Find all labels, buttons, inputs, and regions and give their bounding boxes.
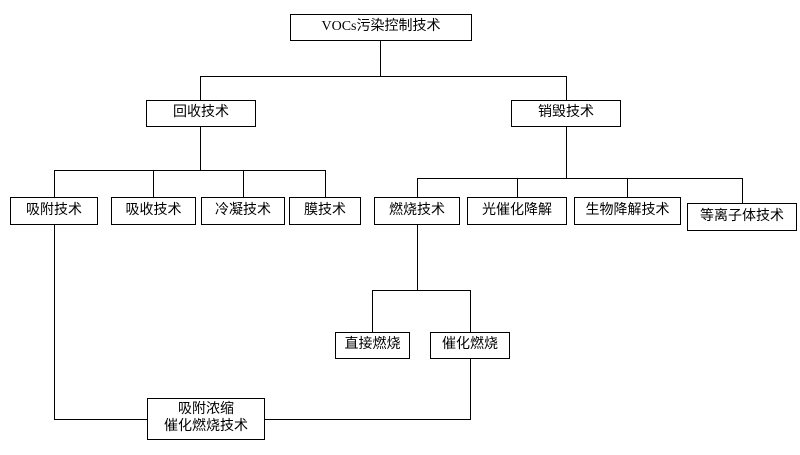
connector-adsorption-long-vertical: [54, 225, 55, 419]
connector-to-catalytic-combustion: [470, 290, 471, 332]
connector-recovery-horizontal: [54, 170, 326, 171]
node-photocatalytic-degradation: 光催化降解: [467, 197, 567, 225]
connector-to-plasma: [742, 178, 743, 203]
node-absorption-technology: 吸收技术: [111, 197, 196, 225]
node-recovery-technology: 回收技术: [146, 100, 256, 127]
connector-to-destruction: [566, 76, 567, 100]
node-direct-combustion: 直接燃烧: [335, 332, 410, 359]
connector-to-biodegradation: [627, 178, 628, 197]
connector-top-horizontal: [200, 76, 567, 77]
connector-combustion-stem: [417, 225, 418, 290]
connector-combustion-horizontal: [372, 290, 471, 291]
connector-to-photocatalytic: [517, 178, 518, 197]
connector-to-recovery: [200, 76, 201, 100]
node-destruction-technology: 销毁技术: [511, 100, 621, 127]
connector-into-concentration-left: [54, 419, 147, 420]
node-label-line1: 吸附浓缩: [178, 402, 234, 418]
node-adsorption-technology: 吸附技术: [10, 197, 98, 225]
connector-to-membrane: [325, 170, 326, 197]
connector-catalytic-long-vertical: [470, 359, 471, 419]
connector-to-condensation: [243, 170, 244, 197]
node-membrane-technology: 膜技术: [289, 197, 361, 225]
node-combustion-technology: 燃烧技术: [374, 197, 460, 225]
node-plasma-technology: 等离子体技术: [687, 203, 797, 231]
connector-destruction-stem: [566, 127, 567, 178]
connector-destruction-horizontal: [417, 178, 743, 179]
connector-into-concentration-right: [265, 419, 471, 420]
connector-to-direct-combustion: [372, 290, 373, 332]
node-vocs-pollution-control: VOCs污染控制技术: [290, 14, 472, 41]
connector-to-absorption: [153, 170, 154, 197]
node-label-line2: 催化燃烧技术: [164, 419, 248, 434]
connector-recovery-stem: [200, 127, 201, 170]
node-label-group: 吸附浓缩 催化燃烧技术: [164, 402, 248, 436]
node-condensation-technology: 冷凝技术: [201, 197, 285, 225]
node-adsorption-concentration-catalytic-combustion: 吸附浓缩 催化燃烧技术: [147, 398, 265, 440]
connector-to-combustion: [417, 178, 418, 197]
node-biodegradation-technology: 生物降解技术: [574, 197, 681, 225]
connector-root-stem: [380, 41, 381, 76]
connector-to-adsorption: [54, 170, 55, 197]
node-catalytic-combustion: 催化燃烧: [430, 332, 510, 359]
